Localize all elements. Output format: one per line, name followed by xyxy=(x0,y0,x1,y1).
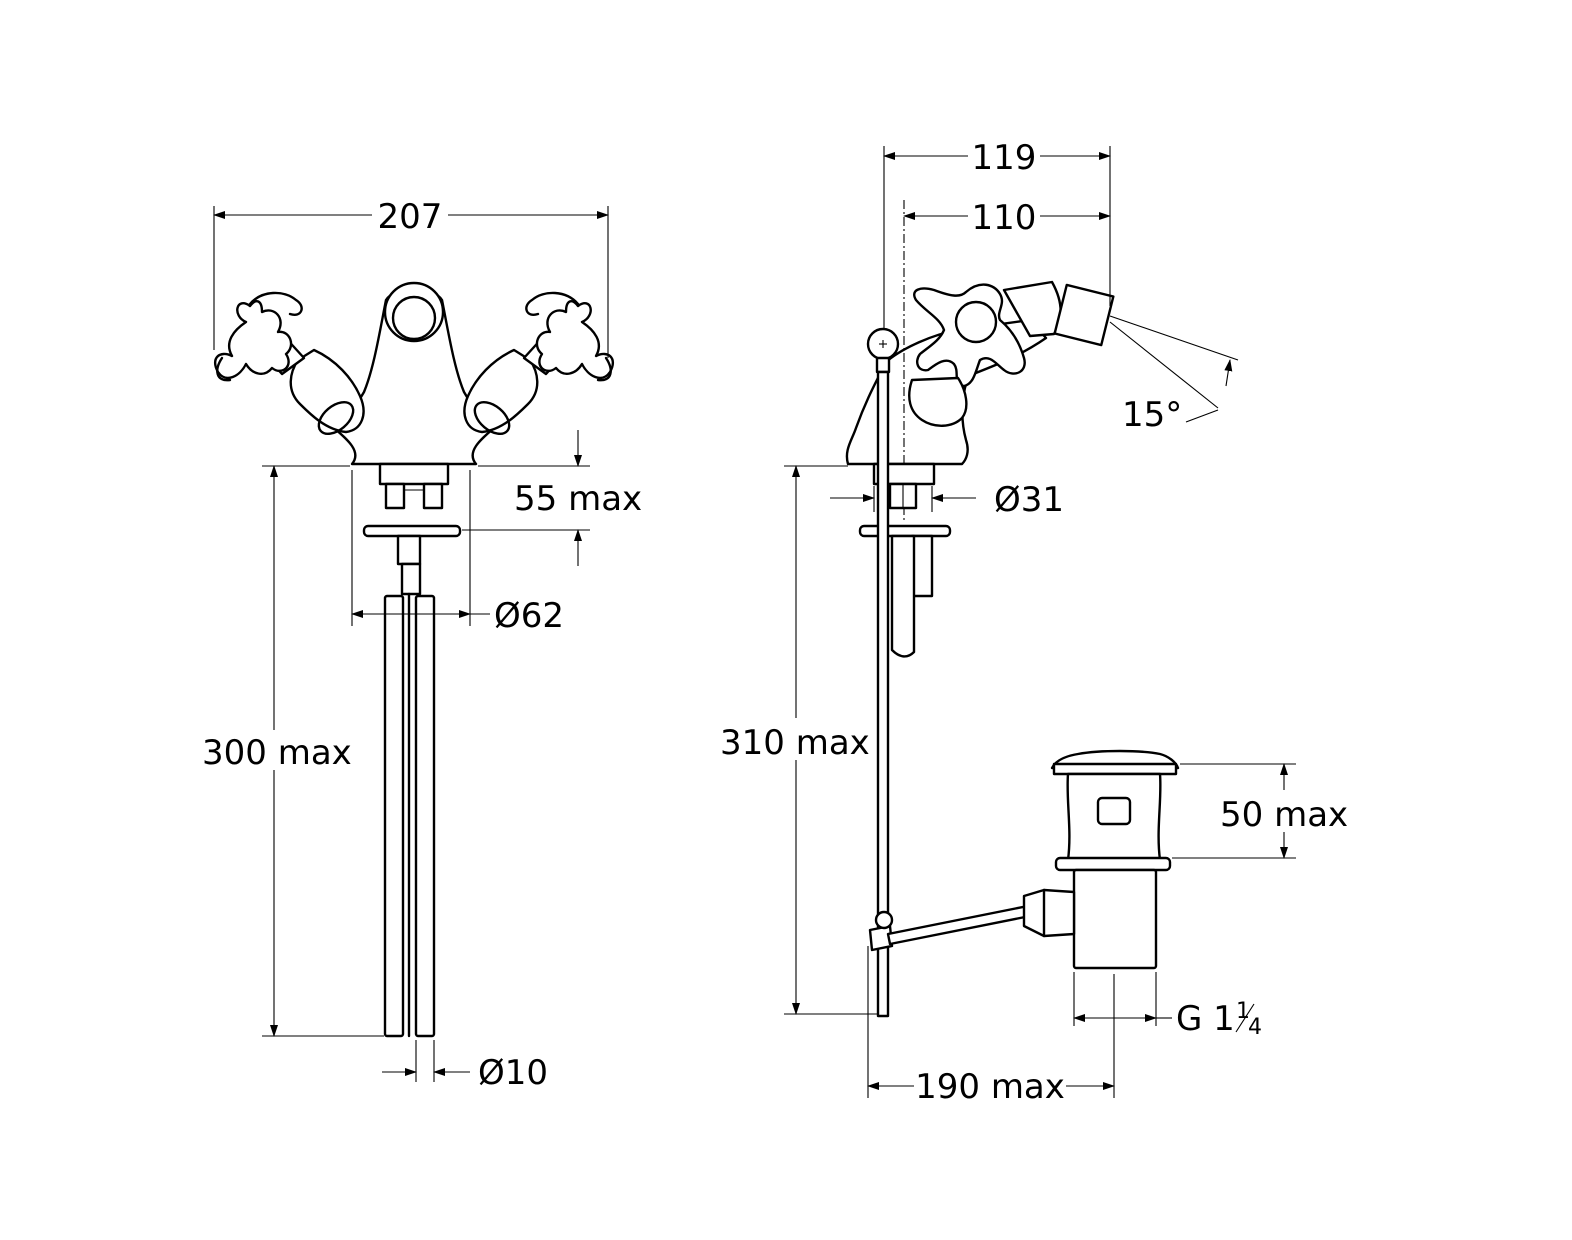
side-waste-pivot-housing xyxy=(1022,888,1076,938)
dim-15-ray-spray xyxy=(1109,321,1219,409)
side-valve-bell xyxy=(908,376,968,427)
dim-side-depth-total: 119 xyxy=(972,138,1037,178)
front-left-valve-bell xyxy=(289,348,365,434)
dim-front-tube-diameter: Ø10 xyxy=(478,1053,548,1093)
dim-side-depth-axis: 110 xyxy=(972,198,1037,238)
side-dimensions: 119 110 15° Ø31 310 max 50 max xyxy=(720,138,1348,1107)
side-spray-nozzle xyxy=(1053,283,1115,347)
front-right-handle-arm-low xyxy=(596,356,612,382)
front-left-handle-arm-low xyxy=(216,356,232,382)
front-left-cross-handle xyxy=(213,300,293,380)
dim-side-shank-diameter: Ø31 xyxy=(994,480,1064,520)
front-spout-inner-ring xyxy=(391,295,437,341)
side-pop-up-rod xyxy=(876,370,890,1018)
front-tube-left xyxy=(383,594,405,1038)
dim-side-waste-thread-bar xyxy=(1235,1003,1255,1033)
side-linkage-rod xyxy=(886,904,1032,946)
front-fixing-nut xyxy=(396,534,422,566)
front-right-handle-arm-top xyxy=(525,291,580,316)
front-dimensions: 207 55 max Ø62 300 max Ø10 xyxy=(202,197,642,1093)
dim-15-ray-axis xyxy=(1109,315,1239,361)
front-view xyxy=(213,281,615,1038)
side-rod-clamp-screw xyxy=(874,910,894,930)
dim-side-waste-height: 50 max xyxy=(1220,795,1348,835)
dim-side-tube-length: 310 max xyxy=(720,723,870,763)
front-shank-left-nut xyxy=(384,482,406,510)
dim-side-waste-thread-num: 1 xyxy=(1236,999,1250,1024)
side-waste-locknut xyxy=(1054,856,1172,872)
dim-side-rod-length: 190 max xyxy=(915,1067,1065,1107)
front-tube-right xyxy=(414,594,436,1038)
side-pop-up-knob-stem xyxy=(875,356,891,374)
dim-side-waste-thread-den: 4 xyxy=(1248,1015,1262,1040)
dim-front-tube-length: 300 max xyxy=(202,733,352,773)
front-right-bell-rim xyxy=(473,400,511,436)
dim-side-spray-angle: 15° xyxy=(1122,395,1182,435)
side-supply-pipe xyxy=(890,534,916,658)
front-shank-right-nut xyxy=(422,482,444,510)
side-waste-tail xyxy=(1072,868,1158,970)
front-fixing-plate xyxy=(362,524,462,538)
dim-side-waste-thread: G 1 xyxy=(1176,999,1235,1039)
front-left-bell-rim xyxy=(317,400,355,436)
dim-front-body-height: 55 max xyxy=(514,479,642,519)
side-view xyxy=(845,200,1180,1018)
side-waste-flange xyxy=(1052,762,1178,776)
front-base-plate xyxy=(378,462,450,486)
front-fixing-nut-lower xyxy=(400,562,422,596)
dim-15-arc-lower xyxy=(1185,409,1219,423)
side-fixing-plate xyxy=(858,524,952,538)
side-handle-hub xyxy=(954,300,998,344)
front-left-handle-arm-top xyxy=(248,291,303,316)
front-right-cross-handle xyxy=(535,300,615,380)
side-waste-overflow-slot xyxy=(1096,796,1132,826)
front-spout-outer-ring xyxy=(383,281,445,343)
dim-15-arc-upper xyxy=(1224,359,1233,387)
dim-front-width: 207 xyxy=(378,197,443,237)
front-right-valve-bell xyxy=(463,348,539,434)
dim-front-base-diameter: Ø62 xyxy=(494,596,564,636)
